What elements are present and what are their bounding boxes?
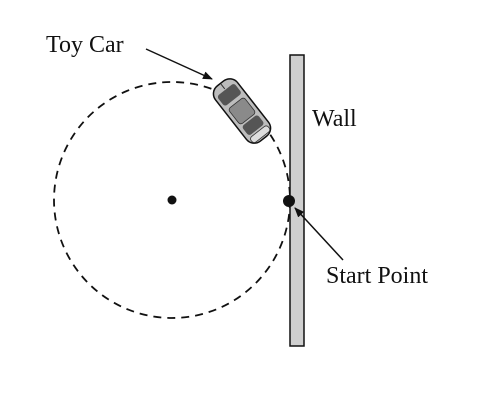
toy-car-label: Toy Car [46,32,124,58]
toy-car-arrow [145,48,213,80]
circle-center-dot [167,195,177,205]
wall-label: Wall [312,106,357,132]
toy-car-icon [212,78,272,144]
start-point-arrow [294,207,344,261]
start-point-label: Start Point [326,263,428,289]
start-point-dot [283,195,295,207]
